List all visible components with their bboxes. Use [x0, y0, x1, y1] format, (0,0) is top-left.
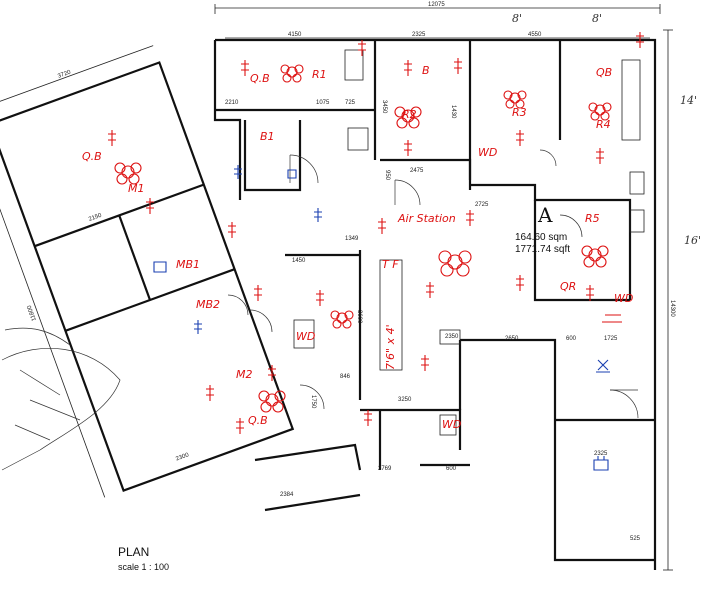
label-pencil-14ft: 14' [680, 94, 697, 107]
dim-r1-725: 725 [345, 100, 356, 106]
flower-r5 [581, 245, 609, 268]
label-mb1: MB1 [176, 258, 200, 271]
label-air-station: Air Station [397, 212, 456, 225]
label-qb-m2: Q.B [248, 414, 268, 427]
dim-bot-600: 600 [446, 466, 457, 472]
dim-m2-846: 846 [340, 374, 351, 380]
dim-overall-width: 12075 [428, 2, 445, 8]
flower-r2 [394, 106, 422, 129]
top-dimension-chain: 12075 4150 2325 4550 [214, 2, 661, 39]
dim-mid-1349: 1349 [345, 236, 359, 242]
dim-r2-3450: 3450 [381, 100, 387, 114]
label-m1: M1 [128, 182, 145, 195]
plan-scale: scale 1 : 100 [118, 562, 170, 572]
fixtures [293, 49, 645, 436]
dim-top-4150: 4150 [288, 32, 302, 38]
label-r3: R3 [512, 106, 527, 119]
dim-right-525: 525 [630, 536, 641, 542]
area-sqm: 164.60 sqm [515, 232, 567, 243]
main-walls [213, 38, 657, 570]
red-hash-markups [108, 32, 644, 434]
dim-r2-1430: 1430 [450, 105, 456, 119]
pencil-sketch [1, 327, 121, 471]
label-pencil-16ft: 16' [684, 234, 701, 247]
label-m2: M2 [236, 368, 253, 381]
dim-m2-1750: 1750 [310, 395, 316, 409]
dim-left-3720: 3720 [57, 69, 72, 79]
blue-markups [153, 165, 610, 471]
label-qb1: Q.B [250, 72, 270, 85]
dim-top-2325: 2325 [412, 32, 426, 38]
dim-right-1725: 1725 [604, 336, 618, 342]
dim-m1-2150: 2150 [88, 212, 103, 222]
label-wd1: WD [478, 146, 497, 159]
label-pencil-8ft-2: 8' [592, 12, 602, 25]
plan-title: PLAN [118, 545, 150, 559]
unit-id: A [537, 203, 553, 227]
unit-area-label: A 164.60 sqm 1771.74 sqft [515, 203, 570, 255]
dim-mid-2650: 2650 [505, 336, 519, 342]
dim-overall-height: 14300 [669, 300, 675, 317]
dim-b1-2475: 2475 [410, 168, 424, 174]
label-r4: R4 [596, 118, 611, 131]
label-pencil-8ft: 8' [512, 12, 522, 25]
dim-b1-950: 950 [384, 170, 390, 181]
dim-r1-2210: 2210 [225, 100, 239, 106]
label-qr: QR [560, 280, 576, 293]
label-tf: T F [382, 258, 399, 271]
red-flower-markups [114, 64, 612, 413]
flower-mid [330, 310, 354, 329]
dim-bot-2769: 2769 [378, 466, 392, 472]
label-b1: B1 [260, 130, 275, 143]
label-r5: R5 [585, 212, 600, 225]
tilted-left-wing: 11800 3720 2150 2300 [0, 45, 295, 498]
flower-r1 [280, 64, 304, 83]
dim-r1-1075: 1075 [316, 100, 330, 106]
label-wd-corridor: WD [442, 418, 461, 431]
flower-m2 [258, 390, 286, 413]
area-sqft: 1771.74 sqft [515, 244, 570, 255]
flower-hall [438, 250, 472, 277]
flower-m1 [114, 162, 142, 185]
flower-r3 [503, 90, 527, 109]
label-qb3: QB [596, 66, 612, 79]
dim-mid-2350: 2350 [445, 334, 459, 340]
label-wd2: WD [614, 292, 633, 305]
label-r2: R2 [402, 108, 417, 121]
dim-mid-3250: 3250 [398, 397, 412, 403]
flower-r4 [588, 102, 612, 121]
label-b2: B [422, 64, 430, 77]
handwritten-labels: R1 Q.B B1 R2 B R3 QB R4 WD R5 QR WD Q.B … [82, 12, 701, 431]
interior-dimensions: 2210 1075 725 3450 1430 2475 950 2725 13… [225, 100, 641, 542]
dim-mid-1450: 1450 [292, 258, 306, 264]
dim-bot-2384: 2384 [280, 492, 294, 498]
label-wd-m2: WD [296, 330, 315, 343]
door-swings [227, 149, 639, 419]
dim-mid-3600: 3600 [356, 310, 362, 324]
right-dimension-chain: 14300 [663, 29, 675, 571]
dim-top-4550: 4550 [528, 32, 542, 38]
dim-right-600: 600 [566, 336, 577, 342]
dim-m2-2300: 2300 [175, 452, 190, 462]
dim-right-2325: 2325 [594, 451, 608, 457]
dim-left-11800: 11800 [26, 304, 37, 322]
dim-m1-2725: 2725 [475, 202, 489, 208]
label-r1: R1 [312, 68, 327, 81]
label-mb2: MB2 [196, 298, 220, 311]
label-qb-m1: Q.B [82, 150, 102, 163]
label-corridor-note: 7'6" x 4' [384, 324, 397, 370]
